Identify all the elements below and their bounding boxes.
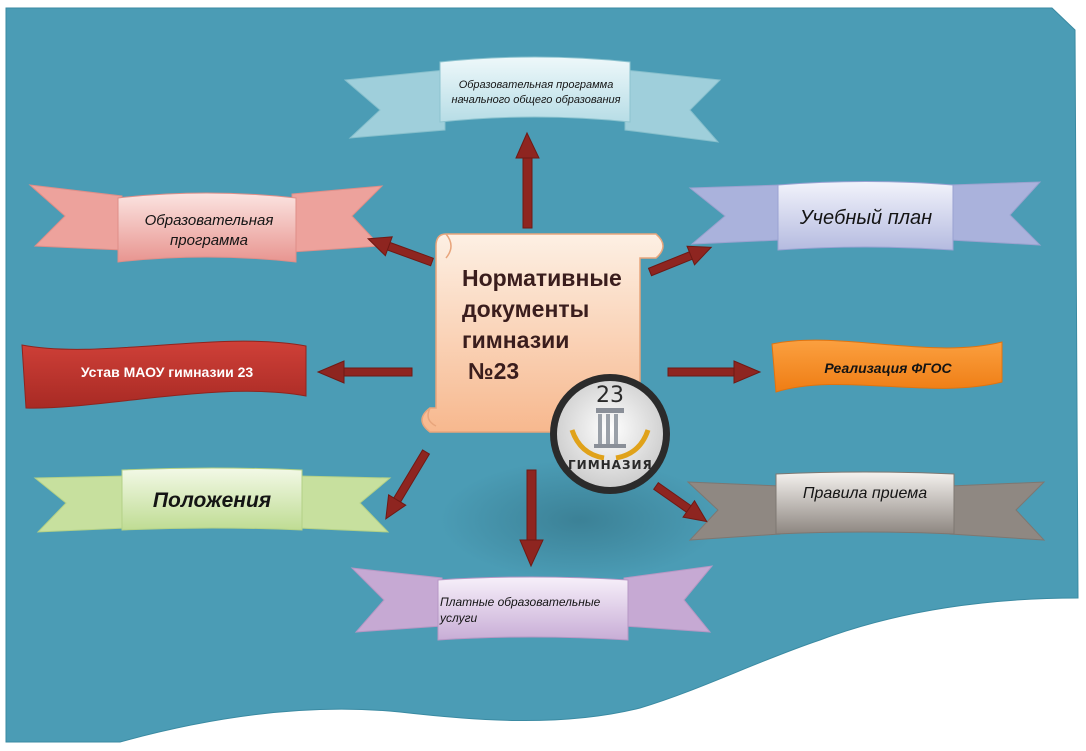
banner-realizacia-fgos [771,339,1003,393]
central-title-line-2: документы [462,296,590,322]
central-title-line-4: №23 [468,358,520,384]
center-shadow [440,460,720,580]
label-platnye-uslugi: Платные образовательные услуги [440,594,601,625]
arrow-right [667,360,762,384]
label-uchebny-plan: Учебный план [799,206,933,229]
arrow-up-right [647,245,713,277]
gymnasium-logo [550,374,670,494]
arrow-up [515,131,540,229]
arrow-down-left [385,449,431,520]
banner-ustav [21,340,307,409]
label-polozhenia: Положения [152,488,272,512]
banner-platnye-uslugi [350,565,714,641]
arrow-down-right [653,482,708,523]
banner-program-nachalnoe [343,56,722,143]
label-realizacia-fgos: Реализация ФГОС [824,359,952,376]
arrows [316,131,762,568]
arrow-up-left [366,236,435,267]
logo-number: 23 [596,383,624,408]
central-title-line-1: Нормативные [462,265,622,291]
label-obraz-programma: Образовательная программа [144,211,274,249]
arrow-left [316,360,413,384]
banner-polozhenia [33,467,392,533]
banner-obraz-programma [28,184,384,263]
label-ustav: Устав МАОУ гимназии 23 [80,363,254,380]
arrow-down [519,469,544,568]
label-pravila-priema: Правила приема [802,485,928,503]
banner-pravila-priema [686,471,1046,541]
central-title: Нормативные документы гимназии №23 [462,263,652,387]
central-title-line-3: гимназии [462,327,570,353]
label-program-nachalnoe: Образовательная программа начального общ… [451,79,621,106]
logo-label: ГИМНАЗИЯ [568,458,653,472]
banner-uchebny-plan [688,181,1042,251]
